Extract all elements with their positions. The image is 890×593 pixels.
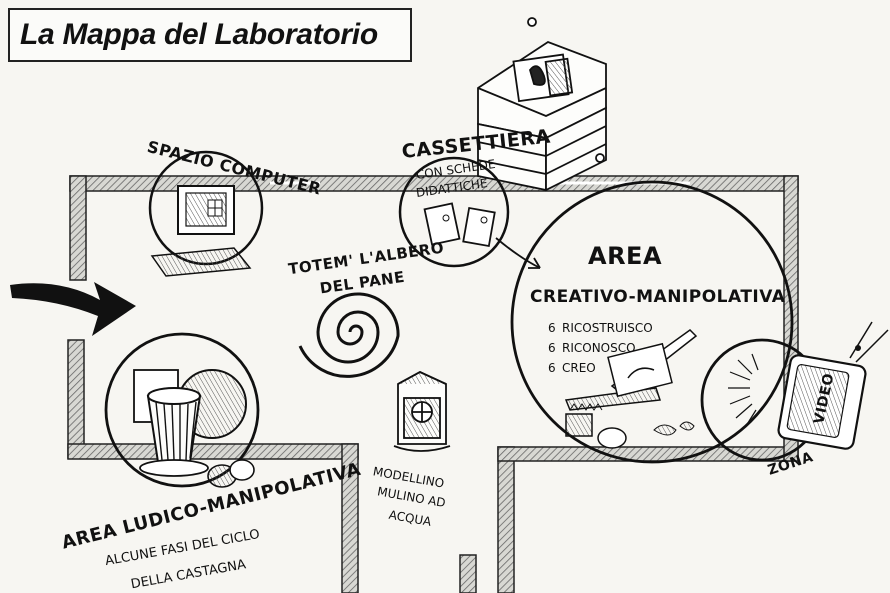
bullet-2: 6 [548, 341, 556, 355]
label-area-creativo-title: AREA [588, 242, 662, 270]
arrow-to-area-icon [495, 237, 541, 269]
cassettiera-area [398, 156, 541, 269]
bullet-3: 6 [548, 361, 556, 375]
cup-icon [565, 413, 593, 437]
label-modellino-3: ACQUA [388, 508, 433, 529]
creativo-area [510, 180, 794, 464]
wall-right-low [497, 446, 515, 593]
entrance-arrow-icon [10, 282, 136, 336]
page-title: La Mappa del Laboratorio [20, 18, 378, 51]
wall-bottom-left [67, 443, 359, 460]
keyboard-icon [150, 247, 252, 277]
spiral-icon [298, 292, 400, 378]
video-area [700, 321, 889, 462]
cassettiera-circle [398, 156, 510, 268]
ludico-circle [104, 332, 260, 488]
label-item-2: RICONOSCO [562, 341, 636, 355]
ludico-area [104, 332, 260, 488]
label-item-1: RICOSTRUISCO [562, 321, 653, 335]
wall-left-lower [67, 339, 85, 459]
label-area-creativo-sub: CREATIVO-MANIPOLATIVA [530, 287, 786, 307]
label-item-3: CREO [562, 361, 596, 375]
wall-bottom-mid [459, 554, 477, 593]
computer-area [148, 150, 264, 277]
title-box: La Mappa del Laboratorio [8, 8, 412, 62]
creativo-circle [510, 180, 794, 464]
bullet-1: 6 [548, 321, 556, 335]
cassettiera-cabinet [477, 17, 607, 192]
paper-icon [607, 342, 673, 398]
card-icon-2 [462, 206, 496, 248]
card-icon [423, 202, 461, 246]
wall-bottom-left-down [341, 443, 359, 593]
label-castagna-2: DELLA CASTAGNA [130, 557, 247, 592]
wall-left-upper [69, 175, 87, 281]
mulino-model [393, 370, 451, 452]
